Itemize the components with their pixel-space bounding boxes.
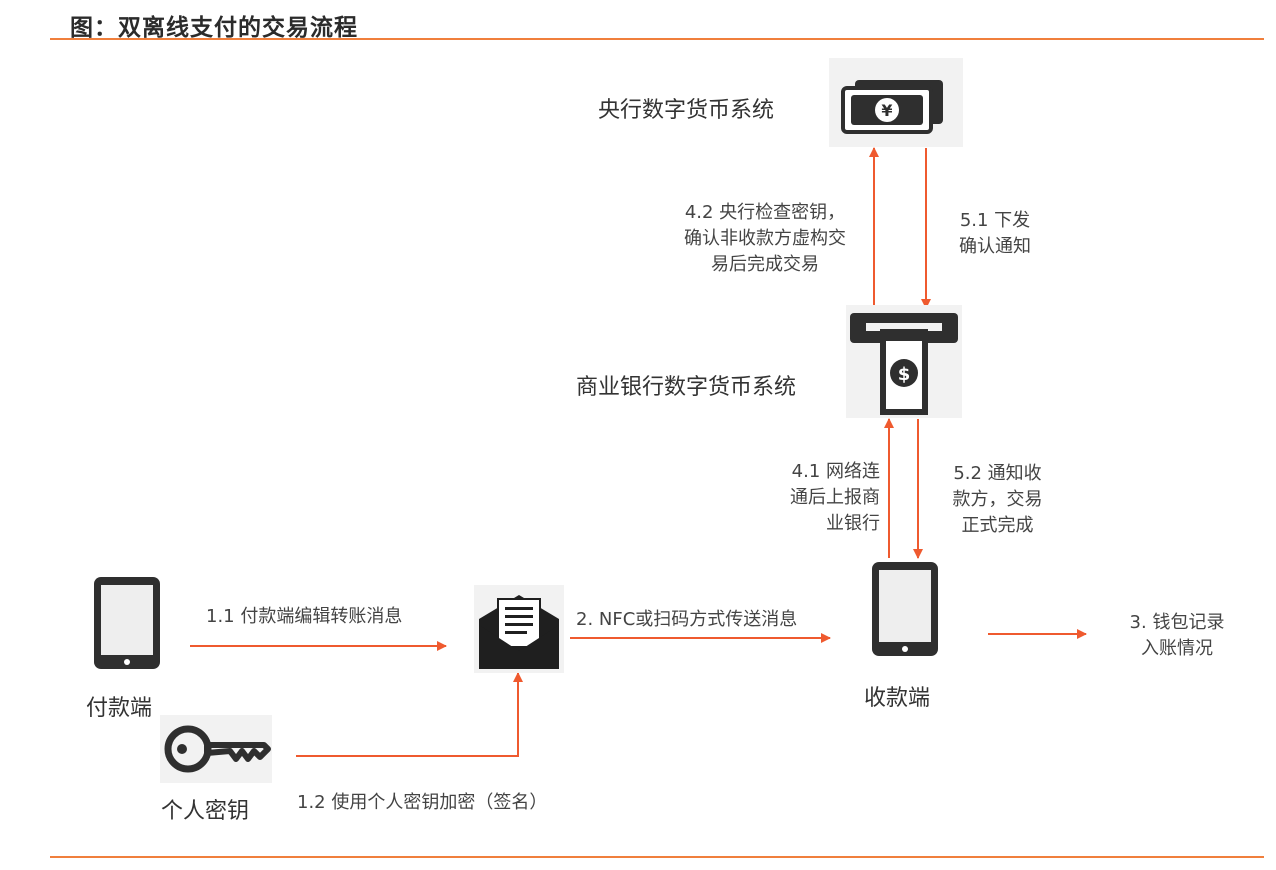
step-line: 确认通知 xyxy=(959,236,1031,257)
svg-text:¥: ¥ xyxy=(881,101,892,120)
step-line: 业银行 xyxy=(826,513,880,534)
phone-icon xyxy=(870,560,940,658)
step-line: 4.1 网络连 xyxy=(791,461,880,482)
bottom-divider xyxy=(50,856,1264,858)
step-4-1-label: 4.1 网络连 通后上报商 业银行 xyxy=(740,459,880,537)
step-5-1-label: 5.1 下发 确认通知 xyxy=(940,208,1050,260)
banknote-yuan-icon: ¥ xyxy=(829,58,963,147)
central-bank-label: 央行数字货币系统 xyxy=(598,98,775,123)
step-line: 2. NFC或扫码方式传送消息 xyxy=(576,609,798,630)
payer-label: 付款端 xyxy=(86,696,153,721)
top-divider xyxy=(50,38,1264,40)
step-line: 入账情况 xyxy=(1141,638,1213,659)
step-line: 正式完成 xyxy=(961,515,1034,536)
step-3-label: 3. 钱包记录 入账情况 xyxy=(1112,610,1242,662)
step-line: 1.2 使用个人密钥加密（签名） xyxy=(297,792,548,813)
tablet-icon xyxy=(92,575,162,671)
step-line: 3. 钱包记录 xyxy=(1129,612,1225,633)
page-title: 图：双离线支付的交易流程 xyxy=(70,15,358,41)
arrow-key-to-message xyxy=(296,672,523,757)
step-line: 确认非收款方虚构交 xyxy=(684,228,846,249)
step-5-2-label: 5.2 通知收 款方，交易 正式完成 xyxy=(935,461,1060,539)
commercial-bank-label: 商业银行数字货币系统 xyxy=(576,375,797,400)
step-line: 易后完成交易 xyxy=(711,254,819,275)
step-2-label: 2. NFC或扫码方式传送消息 xyxy=(576,607,797,633)
step-1-1-label: 1.1 付款端编辑转账消息 xyxy=(206,604,402,630)
step-line: 5.2 通知收 xyxy=(953,463,1042,484)
payee-label: 收款端 xyxy=(864,686,931,711)
step-line: 1.1 付款端编辑转账消息 xyxy=(206,606,403,627)
key-icon xyxy=(160,715,272,783)
step-line: 款方，交易 xyxy=(952,489,1043,510)
svg-text:$: $ xyxy=(898,364,911,385)
atm-dollar-icon: $ xyxy=(846,305,962,418)
step-line: 4.2 央行检查密钥， xyxy=(684,202,846,223)
envelope-message-icon xyxy=(474,585,564,673)
step-line: 通后上报商 xyxy=(790,487,880,508)
step-line: 5.1 下发 xyxy=(959,210,1031,231)
step-1-2-label: 1.2 使用个人密钥加密（签名） xyxy=(297,790,547,816)
private-key-label: 个人密钥 xyxy=(161,799,250,824)
step-4-2-label: 4.2 央行检查密钥， 确认非收款方虚构交 易后完成交易 xyxy=(660,200,870,278)
